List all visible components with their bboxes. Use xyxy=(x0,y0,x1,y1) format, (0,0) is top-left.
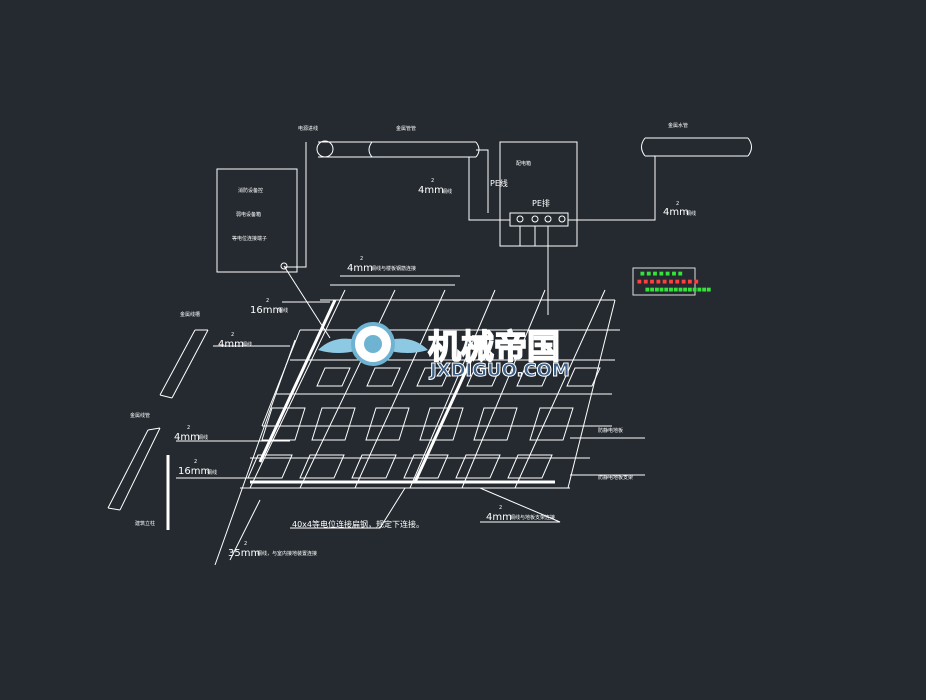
metal-duct-1 xyxy=(159,329,209,399)
floor-grid xyxy=(214,284,620,566)
label-building-column: 建筑立柱 xyxy=(135,520,155,527)
equipment-cabinet xyxy=(216,168,298,273)
label-metal-duct-1: 金属线槽 xyxy=(180,311,200,318)
superscript-2: 2 xyxy=(231,332,234,338)
superscript-2: 2 xyxy=(431,178,434,184)
watermark-logo: 机械帝国 JXDIGUO.COM xyxy=(318,322,570,382)
label-wire-16mm-note: 铜线 xyxy=(278,307,288,314)
cabinet-line-3: 等电位连接端子 xyxy=(232,235,267,242)
label-metal-pipe-top: 金属管管 xyxy=(396,125,416,132)
distribution-box xyxy=(499,141,578,247)
superscript-2: 2 xyxy=(244,541,247,547)
wire-35mm xyxy=(214,339,296,566)
superscript-2: 2 xyxy=(360,256,363,262)
metal-pipe-right xyxy=(641,137,752,157)
superscript-2: 2 xyxy=(499,505,502,511)
floor-tiles xyxy=(247,367,601,479)
label-metal-duct-2: 金属线管 xyxy=(130,412,150,419)
label-wire-4mm-c: 4mm xyxy=(347,263,373,274)
power-entry-symbol xyxy=(316,140,334,158)
label-wire-4mm-a: 4mm xyxy=(418,185,444,196)
label-wire-4mm-f-note: 铜线与地板支架连接 xyxy=(510,514,555,521)
label-wire-4mm-c-note: 铜线与楼板钢筋连接 xyxy=(371,265,416,272)
label-pe-line: PE线 xyxy=(490,178,508,188)
superscript-2: 2 xyxy=(676,201,679,207)
label-wire-16mm-b: 16mm xyxy=(178,466,210,477)
metal-duct-2 xyxy=(107,427,161,511)
label-metal-pipe-right: 金属水管 xyxy=(668,122,688,129)
label-floor-bracket: 防静电地板支架 xyxy=(598,474,633,481)
flat-steel-bar xyxy=(250,299,555,484)
label-pe-bar: PE排 xyxy=(532,198,550,208)
label-wire-35mm-note: 铜线，与室内接地装置连接 xyxy=(257,550,317,557)
superscript-2: 2 xyxy=(194,459,197,465)
label-power-entry: 电源进线 xyxy=(298,125,318,132)
legend-line-1: ■ ■ ■ ■ ■ ■ ■ xyxy=(640,271,683,277)
watermark-latin: JXDIGUO.COM xyxy=(428,360,570,381)
metal-pipe-top xyxy=(318,141,480,158)
label-wire-16mm: 16mm xyxy=(250,305,282,316)
superscript-2: 2 xyxy=(187,425,190,431)
label-wire-4mm-b-note: 铜线 xyxy=(686,210,696,217)
label-wire-4mm-d-note: 铜线 xyxy=(242,341,252,348)
label-wire-4mm-d: 4mm xyxy=(218,339,244,350)
label-wire-4mm-f: 4mm xyxy=(486,512,512,523)
label-wire-35mm: 35mm xyxy=(228,548,260,559)
label-floor-support: 防静电地板 xyxy=(598,427,623,434)
cabinet-line-1: 消防设备控 xyxy=(238,187,263,194)
label-flat-steel: 40x4等电位连接扁钢，规定下连接。 xyxy=(292,519,424,529)
label-wire-16mm-b-note: 铜线 xyxy=(207,469,217,476)
label-distribution-box: 配电箱 xyxy=(516,160,531,167)
label-wire-4mm-a-note: 铜线 xyxy=(442,188,452,195)
label-wire-4mm-b: 4mm xyxy=(663,207,689,218)
legend-line-2: ■ ■ ■ ■ ■ ■ ■ ■ ■ ■ xyxy=(637,279,699,285)
gear-wings-icon xyxy=(318,322,428,366)
label-wire-4mm-e: 4mm xyxy=(174,432,200,443)
label-wire-4mm-e-note: 铜线 xyxy=(198,434,208,441)
legend-box xyxy=(632,267,696,296)
watermark-chinese: 机械帝国 xyxy=(428,327,560,366)
superscript-2: 2 xyxy=(266,298,269,304)
cabinet-line-2: 弱电设备箱 xyxy=(236,211,261,218)
legend-line-3: ■■■■■■■■■■■■■■ xyxy=(645,287,711,293)
